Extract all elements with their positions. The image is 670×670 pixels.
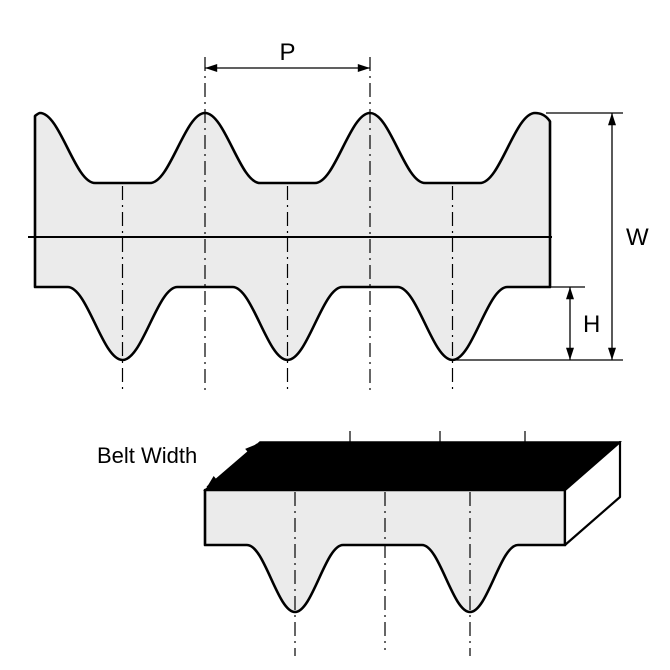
height-label: H <box>583 311 600 338</box>
belt-width-dimension: Belt Width <box>97 443 258 488</box>
belt-end-face <box>563 440 622 547</box>
pitch-label: P <box>279 39 295 66</box>
perspective-view: Belt Width <box>97 431 622 656</box>
height-dimension: H <box>549 286 600 360</box>
pitch-dimension: P <box>205 39 370 72</box>
belt-width-label: Belt Width <box>97 443 197 468</box>
width-label: W <box>626 224 649 251</box>
cross-section-view: P W H <box>28 39 649 392</box>
belt-top-face <box>203 441 622 491</box>
width-dimension: W <box>449 112 649 361</box>
belt-width-arrow <box>206 443 258 488</box>
